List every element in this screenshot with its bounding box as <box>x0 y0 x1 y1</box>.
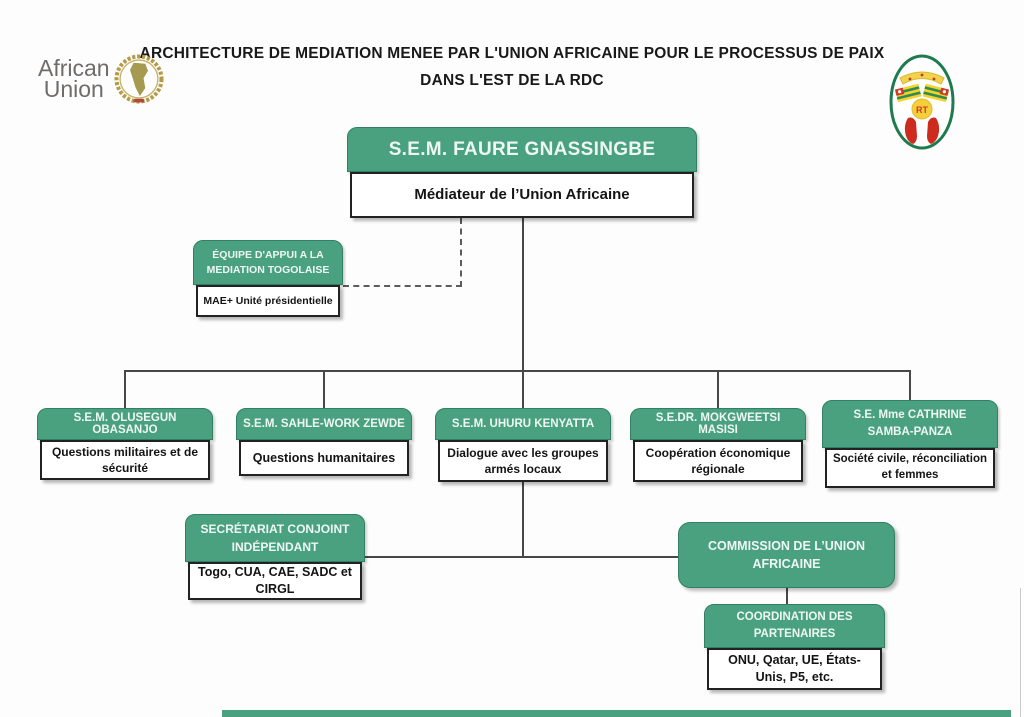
togo-coat-of-arms-icon: RT <box>889 54 955 150</box>
node-envoy-zewde-role: Questions humanitaires <box>239 440 409 476</box>
node-secretariat: SECRÉTARIAT CONJOINT INDÉPENDANT Togo, C… <box>185 514 365 600</box>
connector-kenyatta-to-secretariat-bus <box>522 482 524 557</box>
togo-rt-monogram: RT <box>916 105 928 115</box>
node-envoy-obasanjo: S.E.M. OLUSEGUN OBASANJO Questions milit… <box>37 408 213 480</box>
connector-drop-5 <box>909 370 911 400</box>
page-edge-line <box>1020 588 1021 717</box>
au-text-line2: Union <box>43 76 104 102</box>
node-envoy-samba-panza-role: Société civile, réconciliation et femmes <box>825 448 995 488</box>
node-envoy-kenyatta-name: S.E.M. UHURU KENYATTA <box>435 408 611 440</box>
connector-dashed-horizontal <box>343 285 462 287</box>
node-secretariat-name: SECRÉTARIAT CONJOINT INDÉPENDANT <box>185 514 365 562</box>
node-commission: COMMISSION DE L’UNION AFRICAINE <box>678 522 895 588</box>
node-support-team: ÉQUIPE D'APPUI A LA MEDIATION TOGOLAISE … <box>193 240 343 317</box>
node-support-team-role: MAE+ Unité présidentielle <box>196 285 340 317</box>
node-envoy-obasanjo-role: Questions militaires et de sécurité <box>40 440 210 480</box>
node-partners-name: COORDINATION DES PARTENAIRES <box>704 604 885 648</box>
au-text-line1: African <box>38 55 110 81</box>
node-envoy-kenyatta: S.E.M. UHURU KENYATTA Dialogue avec les … <box>435 408 611 482</box>
connector-drop-2 <box>323 370 325 408</box>
node-envoy-kenyatta-role: Dialogue avec les groupes armés locaux <box>438 440 608 482</box>
node-envoy-samba-panza-name: S.E. Mme CATHRINE SAMBA-PANZA <box>822 400 998 448</box>
page-title: ARCHITECTURE DE MEDIATION MENEE PAR L'UN… <box>0 40 1024 94</box>
connector-commission-to-partners <box>786 588 788 606</box>
page-title-line1: ARCHITECTURE DE MEDIATION MENEE PAR L'UN… <box>139 45 885 62</box>
node-partners: COORDINATION DES PARTENAIRES ONU, Qatar,… <box>704 604 885 690</box>
connector-mediator-to-bus <box>522 218 524 372</box>
node-envoy-samba-panza: S.E. Mme CATHRINE SAMBA-PANZA Société ci… <box>822 400 998 488</box>
connector-envoy-bus <box>124 370 910 372</box>
node-support-team-name: ÉQUIPE D'APPUI A LA MEDIATION TOGOLAISE <box>193 240 343 285</box>
next-page-edge-strip <box>222 710 1011 717</box>
node-partners-role: ONU, Qatar, UE, États-Unis, P5, etc. <box>707 648 882 690</box>
page-title-line2: DANS L'EST DE LA RDC <box>420 72 604 89</box>
node-mediator: S.E.M. FAURE GNASSINGBE Médiateur de l’U… <box>347 127 697 218</box>
connector-dashed-vertical <box>460 218 462 287</box>
african-union-logo-text: African Union <box>38 55 110 102</box>
african-union-emblem-icon <box>114 54 164 104</box>
node-mediator-name: S.E.M. FAURE GNASSINGBE <box>347 127 697 172</box>
connector-drop-1 <box>124 370 126 408</box>
node-secretariat-role: Togo, CUA, CAE, SADC et CIRGL <box>188 562 362 600</box>
node-envoy-masisi-role: Coopération économique régionale <box>633 440 803 482</box>
african-union-logo: African Union <box>38 52 166 106</box>
node-mediator-role: Médiateur de l’Union Africaine <box>350 172 694 218</box>
node-envoy-zewde-name: S.E.M. SAHLE-WORK ZEWDE <box>236 408 412 440</box>
node-envoy-masisi: S.E.DR. MOKGWEETSI MASISI Coopération éc… <box>630 408 806 482</box>
connector-drop-4 <box>717 370 719 408</box>
node-commission-name: COMMISSION DE L’UNION AFRICAINE <box>708 538 865 571</box>
connector-drop-3 <box>522 370 524 408</box>
node-envoy-zewde: S.E.M. SAHLE-WORK ZEWDE Questions humani… <box>236 408 412 476</box>
node-envoy-obasanjo-name: S.E.M. OLUSEGUN OBASANJO <box>37 408 213 440</box>
node-envoy-masisi-name: S.E.DR. MOKGWEETSI MASISI <box>630 408 806 440</box>
connector-secretariat-commission <box>365 556 680 558</box>
